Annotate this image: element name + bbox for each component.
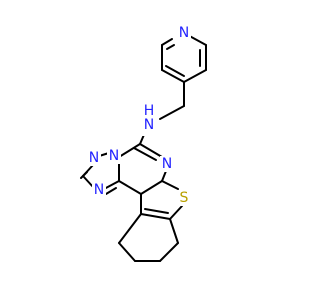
label-n-amine: N <box>144 117 154 133</box>
bond <box>183 69 207 83</box>
bond <box>80 171 88 179</box>
atom-n-pyrimidine: N <box>160 156 174 172</box>
bond <box>161 69 185 83</box>
label-n-pyrimidine: N <box>162 156 172 172</box>
label-n-pyridine: N <box>179 25 189 41</box>
bond <box>159 105 185 120</box>
molecule-structure: N N H N N N N S <box>80 25 207 262</box>
bond <box>118 143 141 158</box>
bond <box>118 213 142 244</box>
bond <box>118 242 136 262</box>
bond <box>140 213 171 220</box>
bond <box>105 187 117 195</box>
bond <box>166 44 175 50</box>
label-h-amine: H <box>144 103 155 119</box>
atom-n-amine: N H <box>142 103 156 136</box>
atom-n-triazole-a: N <box>107 148 121 164</box>
bond <box>161 38 173 46</box>
bond <box>169 218 179 244</box>
cyclohexene-ring <box>118 213 179 262</box>
label-s-thiophene: S <box>180 190 189 206</box>
molecule-canvas: N N H N N N N S <box>80 25 207 262</box>
label-n-triazole-a: N <box>109 148 119 164</box>
atom-n-pyridine: N <box>177 25 191 41</box>
thiophene-ring <box>140 180 183 220</box>
bond <box>103 180 120 190</box>
label-n-triazole-b: N <box>89 150 99 166</box>
bond <box>118 180 142 195</box>
bond <box>139 143 163 158</box>
bond <box>169 205 183 220</box>
atom-n-triazole-c: N <box>92 182 106 198</box>
bond <box>133 147 157 161</box>
bond <box>144 208 169 214</box>
pyridine-ring <box>161 32 207 83</box>
bond <box>165 65 185 77</box>
label-n-triazole-c: N <box>94 182 104 198</box>
bond <box>140 180 163 195</box>
atom-n-triazole-b: N <box>87 150 101 166</box>
atom-s-thiophene: S <box>177 190 191 206</box>
bond <box>161 180 179 190</box>
bond <box>159 242 179 262</box>
